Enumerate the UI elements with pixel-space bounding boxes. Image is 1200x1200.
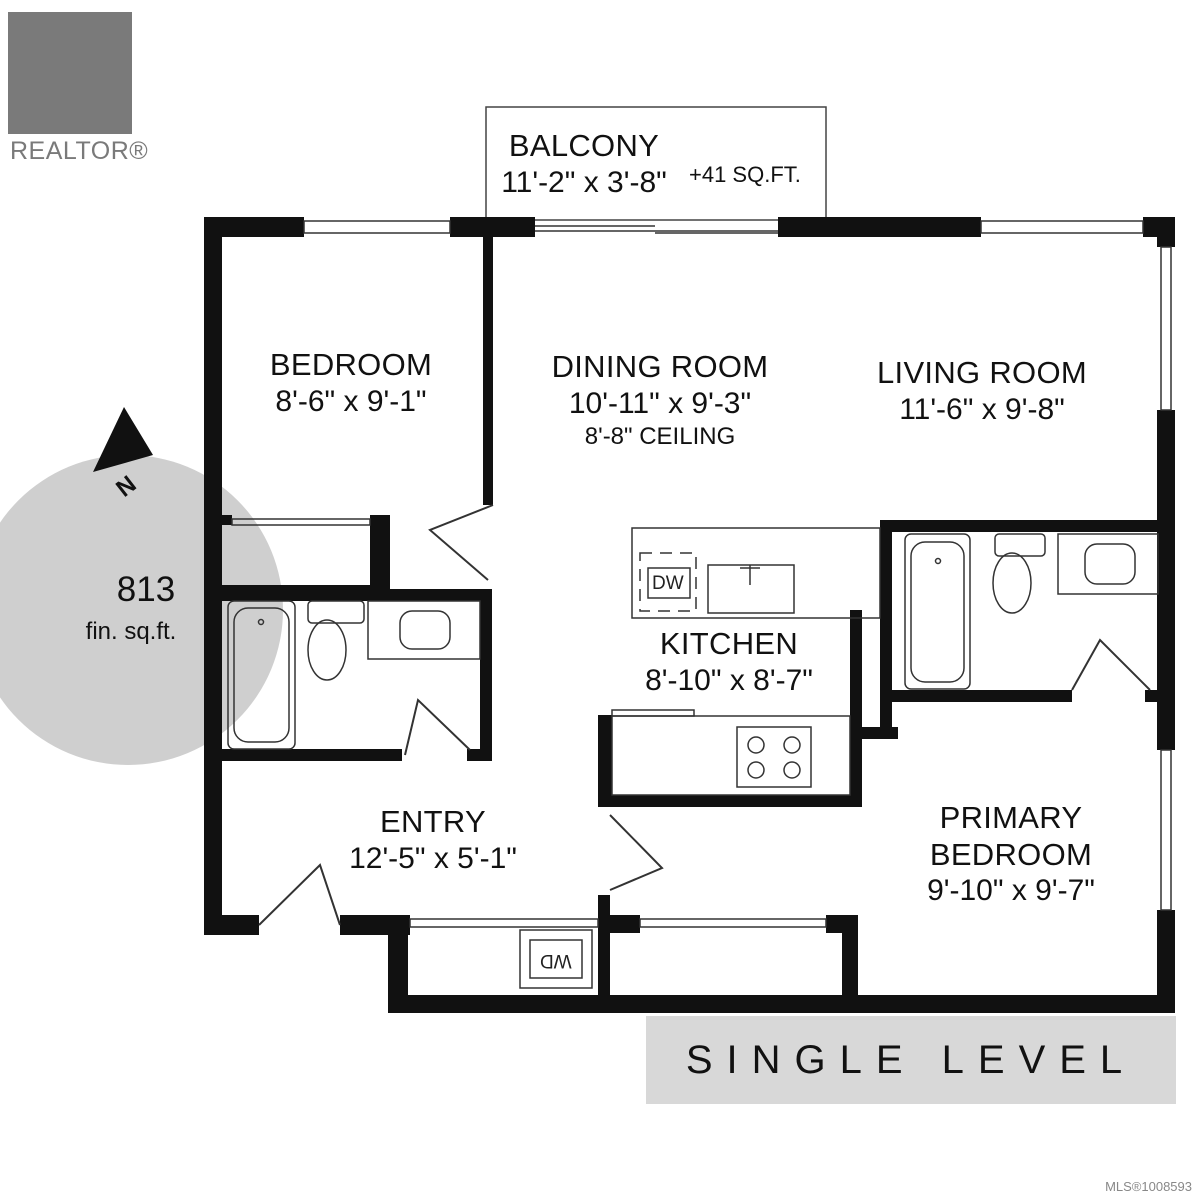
living-room-label: LIVING ROOM 11'-6" x 9'-8" [877, 355, 1087, 427]
dining-room-label: DINING ROOM 10'-11" x 9'-3" 8'-8" CEILIN… [552, 349, 769, 451]
primary-bedroom-name-line2: BEDROOM [929, 836, 1093, 872]
finished-area-unit: fin. sq.ft. [85, 618, 177, 645]
entry-label: ENTRY 12'-5" x 5'-1" [349, 804, 517, 876]
dining-room-ceiling: 8'-8" CEILING [584, 422, 736, 450]
balcony-area: +41 SQ.FT. [689, 162, 801, 187]
entry-dimensions: 12'-5" x 5'-1" [349, 841, 517, 875]
balcony-name: BALCONY [508, 128, 660, 163]
kitchen-dimensions: 8'-10" x 8'-7" [645, 663, 813, 697]
kitchen-name: KITCHEN [659, 626, 799, 661]
bedroom-name: BEDROOM [269, 347, 433, 382]
washer-dryer-label: WD [540, 950, 572, 971]
balcony-outline [485, 106, 827, 221]
primary-bedroom-dimensions: 9'-10" x 9'-7" [927, 874, 1095, 908]
entry-name: ENTRY [379, 804, 487, 839]
realtor-mark-icon [8, 12, 132, 134]
mls-number: MLS®1008593 [1105, 1179, 1192, 1194]
windows [303, 220, 1172, 911]
dining-room-dimensions: 10'-11" x 9'-3" [568, 386, 752, 420]
exterior-walls [204, 217, 1175, 1013]
door-swings [258, 504, 1151, 926]
living-room-dimensions: 11'-6" x 9'-8" [899, 392, 1065, 426]
primary-bedroom-label: PRIMARY BEDROOM 9'-10" x 9'-7" [927, 800, 1095, 909]
kitchen-fixtures [519, 527, 881, 989]
closet-doors [231, 518, 827, 928]
kitchen-label: KITCHEN 8'-10" x 8'-7" [645, 626, 813, 698]
realtor-logo: REALTOR® [4, 6, 148, 165]
primary-bedroom-name-line1: PRIMARY [939, 800, 1083, 835]
bedroom-label: BEDROOM 8'-6" x 9'-1" [270, 347, 432, 419]
finished-area-value: 813 [116, 570, 176, 609]
bedroom-dimensions: 8'-6" x 9'-1" [275, 384, 427, 418]
realtor-wordmark: REALTOR® [10, 137, 149, 165]
bathroom-fixtures [227, 533, 1159, 750]
balcony-dimensions: 11'-2" x 3'-8" [501, 165, 667, 199]
level-banner: SINGLE LEVEL [646, 1016, 1176, 1104]
balcony-label: BALCONY 11'-2" x 3'-8" [501, 128, 667, 200]
living-room-name: LIVING ROOM [877, 355, 1087, 390]
dining-room-name: DINING ROOM [551, 349, 769, 384]
level-text: SINGLE LEVEL [685, 1038, 1137, 1082]
dishwasher-label: DW [652, 573, 684, 594]
interior-walls [222, 235, 1159, 1013]
